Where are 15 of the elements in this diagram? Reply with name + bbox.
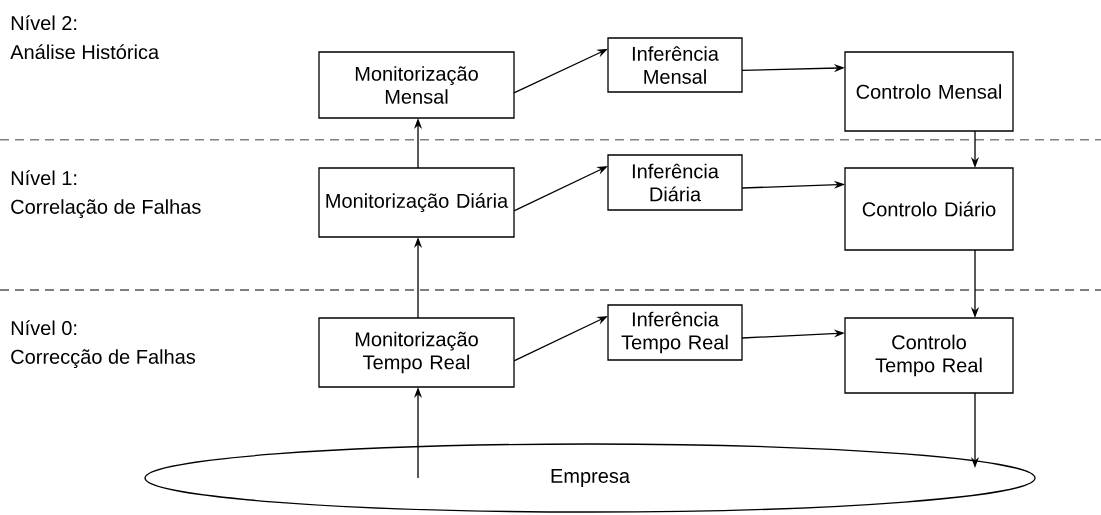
level-label: Correcção de Falhas — [11, 349, 196, 368]
process-box: Monitorização Mensal — [318, 51, 515, 119]
process-box: Controlo Diário — [844, 167, 1014, 251]
level-label: Nível 0: — [11, 320, 77, 336]
level-label: Análise Histórica — [10, 44, 160, 60]
process-box: Inferência Tempo Real — [607, 304, 743, 361]
level-label: Correlação de Falhas — [11, 199, 201, 218]
process-box: Controlo Tempo Real — [844, 317, 1014, 394]
process-box: Inferência Diária — [607, 154, 743, 211]
process-box: Controlo Mensal — [844, 51, 1014, 132]
level-label: Nível 2: — [11, 15, 77, 31]
process-box: Inferência Mensal — [607, 37, 743, 93]
process-box: Monitorização Diária — [318, 167, 515, 238]
level-label: Nível 1: — [11, 170, 77, 186]
process-box: Monitorização Tempo Real — [318, 317, 515, 388]
